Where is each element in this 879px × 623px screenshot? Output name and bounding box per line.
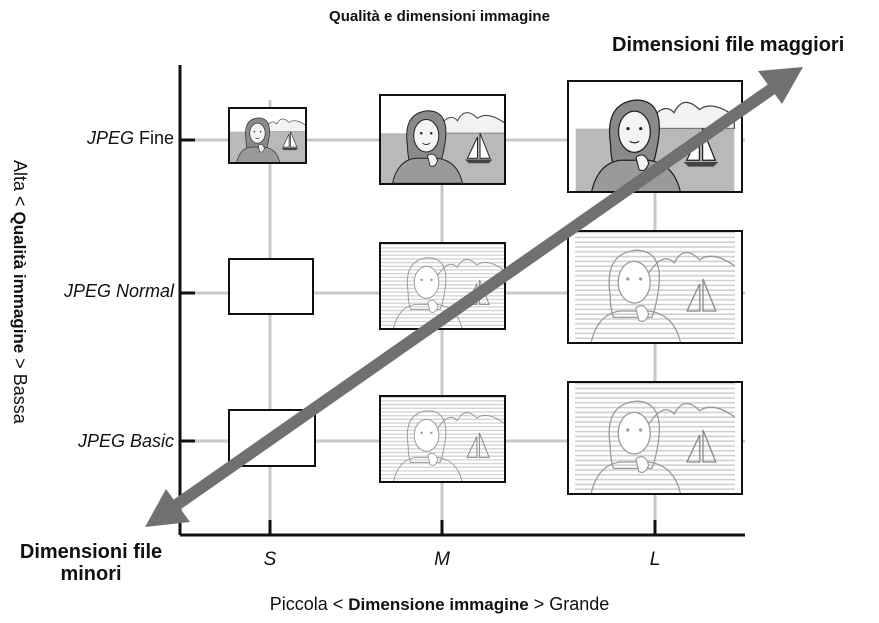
arrow-head-up-icon [758, 67, 803, 104]
file-size-arrow [145, 67, 803, 527]
image-normal-l [567, 230, 743, 344]
size-axis-title: Piccola < Dimensione immagine > Grande [269, 594, 610, 614]
size-level-s: S [263, 549, 277, 570]
arrow-head-down-icon [145, 489, 190, 527]
image-fine-s [228, 107, 307, 164]
smaller-files-label: Dimensioni file minori [19, 541, 163, 585]
quality-axis-title: Alta < Qualità immagine > Bassa [10, 160, 30, 424]
size-level-l: L [649, 549, 661, 570]
image-normal-s [228, 258, 314, 315]
image-basic-m [379, 395, 506, 483]
axes [178, 65, 745, 537]
larger-files-label: Dimensioni file maggiori [612, 34, 845, 56]
image-fine-m [379, 94, 506, 185]
quality-level-fine: JPEG Fine [86, 128, 174, 148]
size-level-m: M [434, 549, 450, 570]
quality-level-basic: JPEG Basic [77, 431, 174, 451]
image-basic-l [567, 381, 743, 495]
diagram-title: Qualità e dimensioni immagine [329, 8, 550, 25]
quality-level-normal: JPEG Normal [63, 281, 174, 301]
